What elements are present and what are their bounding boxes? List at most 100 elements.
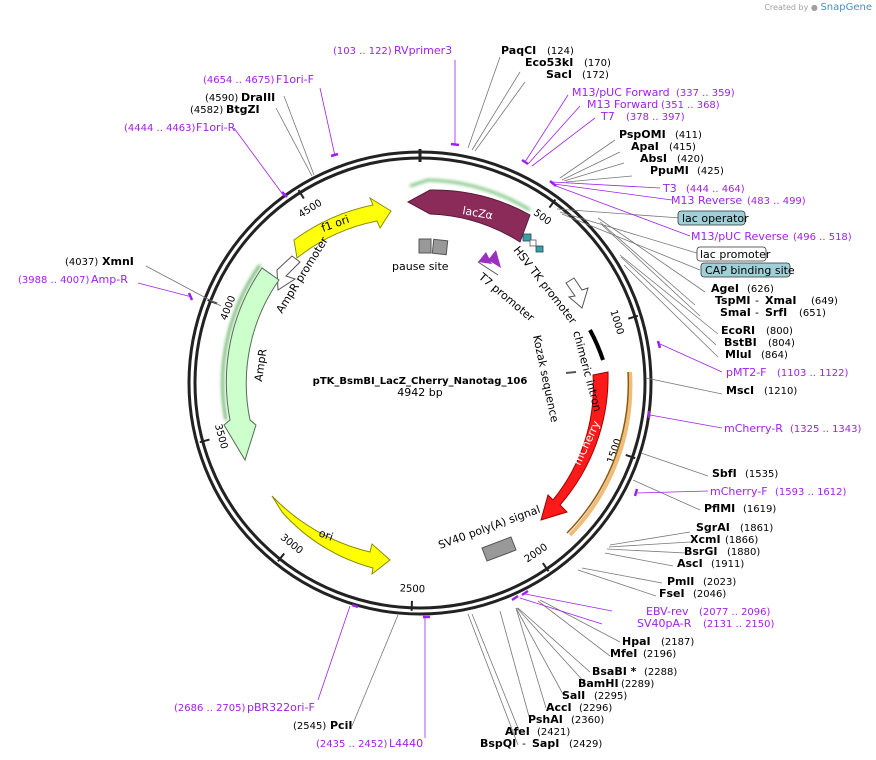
- primer-name: mCherry-F: [710, 485, 768, 498]
- primer-name: mCherry-R: [724, 422, 783, 435]
- tick-label: 1000: [607, 309, 625, 337]
- enzyme-name: PshAI: [528, 713, 563, 726]
- primer-range: (1103 .. 1122): [777, 368, 849, 379]
- enzyme-pos: (2196): [643, 649, 676, 660]
- tick-mark: [542, 562, 550, 572]
- enzyme-name: ApaI: [631, 140, 659, 153]
- enzyme-name: PmlI: [667, 575, 694, 588]
- enzyme-name: BsrGI: [684, 545, 717, 558]
- feature-ampr: [221, 264, 280, 462]
- enzyme-pos: (2288): [644, 667, 677, 678]
- enzyme-name: PaqCI: [501, 44, 536, 57]
- enzyme-labels: PaqCI (124) Eco53kI (170) SacI (172) Psp…: [65, 44, 838, 750]
- label-t7-promoter: T7 promoter: [475, 270, 537, 325]
- primer-range: (378 .. 397): [626, 112, 685, 123]
- label-pause-site: pause site: [392, 260, 449, 273]
- tick-mark: [628, 314, 639, 320]
- snapgene-logo-icon: ●: [810, 3, 818, 12]
- boxed-feature-labels: lac operator lac promoter CAP binding si…: [677, 210, 795, 278]
- enzyme-name: BsaBI *: [592, 665, 637, 678]
- cap-binding-site-box: [700, 262, 791, 278]
- enzyme-name: XcmI: [690, 533, 721, 546]
- primer-range: (496 .. 518): [793, 232, 852, 243]
- label-ampr: AmpR: [252, 348, 269, 383]
- primer-labels: (103 .. 122) RVprimer3 M13/pUC Forward (…: [18, 44, 862, 750]
- primer-name: L4440: [389, 737, 423, 750]
- primer-name: F1ori-F: [276, 73, 314, 86]
- enzyme-pos: (2296): [579, 703, 612, 714]
- primer-range: (103 .. 122): [333, 46, 392, 57]
- enzyme-name: AfeI: [505, 725, 530, 738]
- tick-mark: [548, 198, 557, 209]
- enzyme-pos: (4590): [205, 93, 238, 104]
- enzyme-name: EcoRI: [721, 324, 755, 337]
- enzyme-pos: (1866): [725, 535, 758, 546]
- enzyme-name: SgrAI: [696, 521, 730, 534]
- enzyme-name: BamHI: [578, 677, 619, 690]
- enzyme-pos: (2023): [703, 577, 736, 588]
- enzyme-pos: (804): [768, 338, 795, 349]
- primer-name: M13/pUC Reverse: [691, 230, 789, 243]
- credit-prefix: Created by: [764, 3, 809, 12]
- feature-small-boxes: [522, 233, 544, 253]
- enzyme-name: SmaI: [720, 306, 751, 319]
- primer-name: RVprimer3: [394, 44, 452, 57]
- enzyme-name: SrfI: [765, 306, 787, 319]
- cap-binding-site-label: CAP binding site: [705, 264, 795, 277]
- enzyme-pos: (1861): [740, 523, 773, 534]
- enzyme-name: XmnI: [102, 255, 134, 268]
- plasmid-size: 4942 bp: [397, 386, 442, 399]
- enzyme-pos: (651): [799, 308, 826, 319]
- enzyme-name: FseI: [659, 587, 685, 600]
- enzyme-name: PflMI: [704, 502, 735, 515]
- enzyme-pos: (411): [675, 130, 702, 141]
- primer-range: (351 .. 368): [661, 100, 720, 111]
- primer-range: (4444 .. 4463): [124, 123, 196, 134]
- tick-mark: [277, 552, 285, 562]
- feature-ori: [271, 495, 391, 576]
- tick-label: 4000: [219, 294, 239, 322]
- feature-ampr-promoter: [276, 255, 301, 291]
- enzyme-sep: -: [755, 294, 759, 307]
- primer-name: pMT2-F: [726, 366, 767, 379]
- primer-name: pBR322ori-F: [247, 701, 315, 714]
- enzyme-name: SbfI: [712, 467, 737, 480]
- primer-range: (2686 .. 2705): [174, 703, 246, 714]
- enzyme-pos: (420): [677, 154, 704, 165]
- enzyme-name: SacI: [546, 68, 572, 81]
- primer-name: M13 Forward: [587, 98, 658, 111]
- enzyme-pos: (2295): [594, 691, 627, 702]
- tick-label: 2000: [523, 542, 550, 565]
- primer-range: (483 .. 499): [747, 196, 806, 207]
- enzyme-pos: (2187): [661, 637, 694, 648]
- primer-range: (4654 .. 4675): [203, 75, 275, 86]
- lac-promoter-label: lac promoter: [700, 248, 771, 261]
- feature-chimeric-intron: [588, 329, 605, 361]
- feature-f1-ori: [293, 196, 392, 259]
- enzyme-name: PpuMI: [650, 164, 689, 177]
- enzyme-pos: (172): [582, 70, 609, 81]
- feature-pause-site: [418, 238, 449, 256]
- enzyme-pos: (4582): [190, 105, 223, 116]
- primer-range: (2131 .. 2150): [703, 619, 775, 630]
- feature-sv40-polya: [481, 536, 517, 562]
- enzyme-pos: (1535): [745, 469, 778, 480]
- tick-label: 2500: [399, 583, 425, 595]
- feature-mcherry: [540, 371, 609, 521]
- primer-leaders: [137, 60, 723, 738]
- enzyme-name: SalI: [562, 689, 585, 702]
- lac-operator-box: [677, 210, 746, 226]
- primer-name: SV40pA-R: [637, 617, 692, 630]
- enzyme-name: MluI: [725, 348, 752, 361]
- enzyme-pos: (2046): [693, 589, 726, 600]
- enzyme-name: AccI: [546, 701, 572, 714]
- primer-range: (444 .. 464): [686, 184, 745, 195]
- lac-promoter-box: [696, 246, 767, 262]
- enzyme-pos: (649): [811, 296, 838, 307]
- primer-name: F1ori-R: [196, 121, 236, 134]
- enzyme-name: AgeI: [711, 282, 739, 295]
- enzyme-pos: (2429): [569, 739, 602, 750]
- feature-mcherry-primer-glow: [566, 371, 633, 537]
- enzyme-pos: (800): [766, 326, 793, 337]
